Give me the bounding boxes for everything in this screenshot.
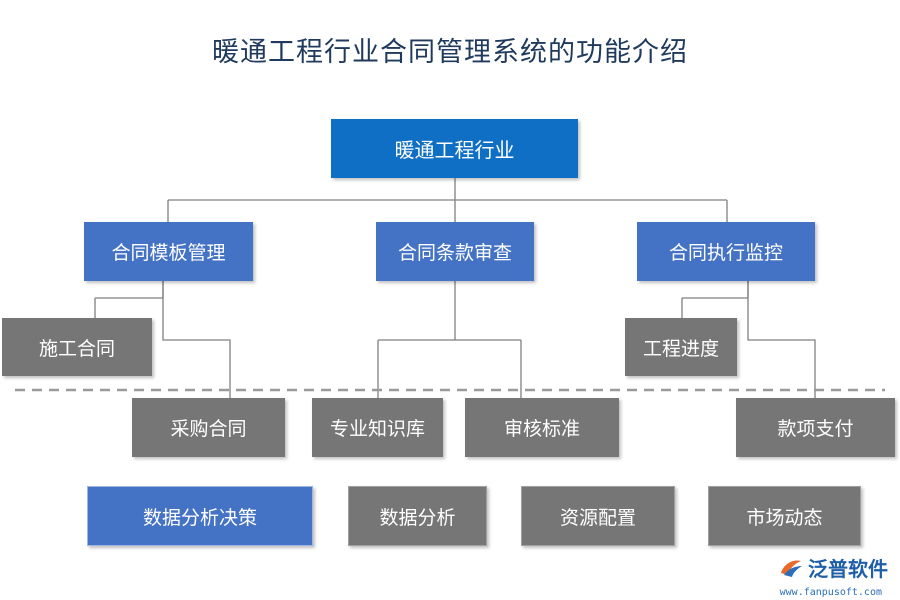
node-resource-allocation: 资源配置 (521, 486, 675, 546)
node-knowledge-base: 专业知识库 (312, 398, 443, 457)
node-procurement-contract: 采购合同 (132, 398, 285, 457)
page-title: 暖通工程行业合同管理系统的功能介绍 (212, 37, 688, 68)
node-contract-review: 合同条款审查 (376, 222, 534, 281)
node-market-trend: 市场动态 (708, 486, 861, 546)
node-data-decision: 数据分析决策 (87, 486, 313, 546)
node-construction-contract: 施工合同 (2, 318, 152, 376)
node-payment: 款项支付 (736, 398, 895, 457)
node-project-progress: 工程进度 (625, 318, 737, 376)
node-review-standard: 审核标准 (465, 398, 619, 457)
node-data-analysis: 数据分析 (348, 486, 487, 546)
logo-text: 泛普软件 (808, 557, 888, 581)
root-node: 暖通工程行业 (331, 119, 578, 178)
node-contract-template: 合同模板管理 (84, 222, 253, 281)
logo-url: www.fanpusoft.com (779, 587, 882, 598)
node-contract-monitor: 合同执行监控 (637, 222, 815, 281)
logo-icon (781, 560, 802, 577)
brand-logo: 泛普软件 (778, 553, 888, 582)
